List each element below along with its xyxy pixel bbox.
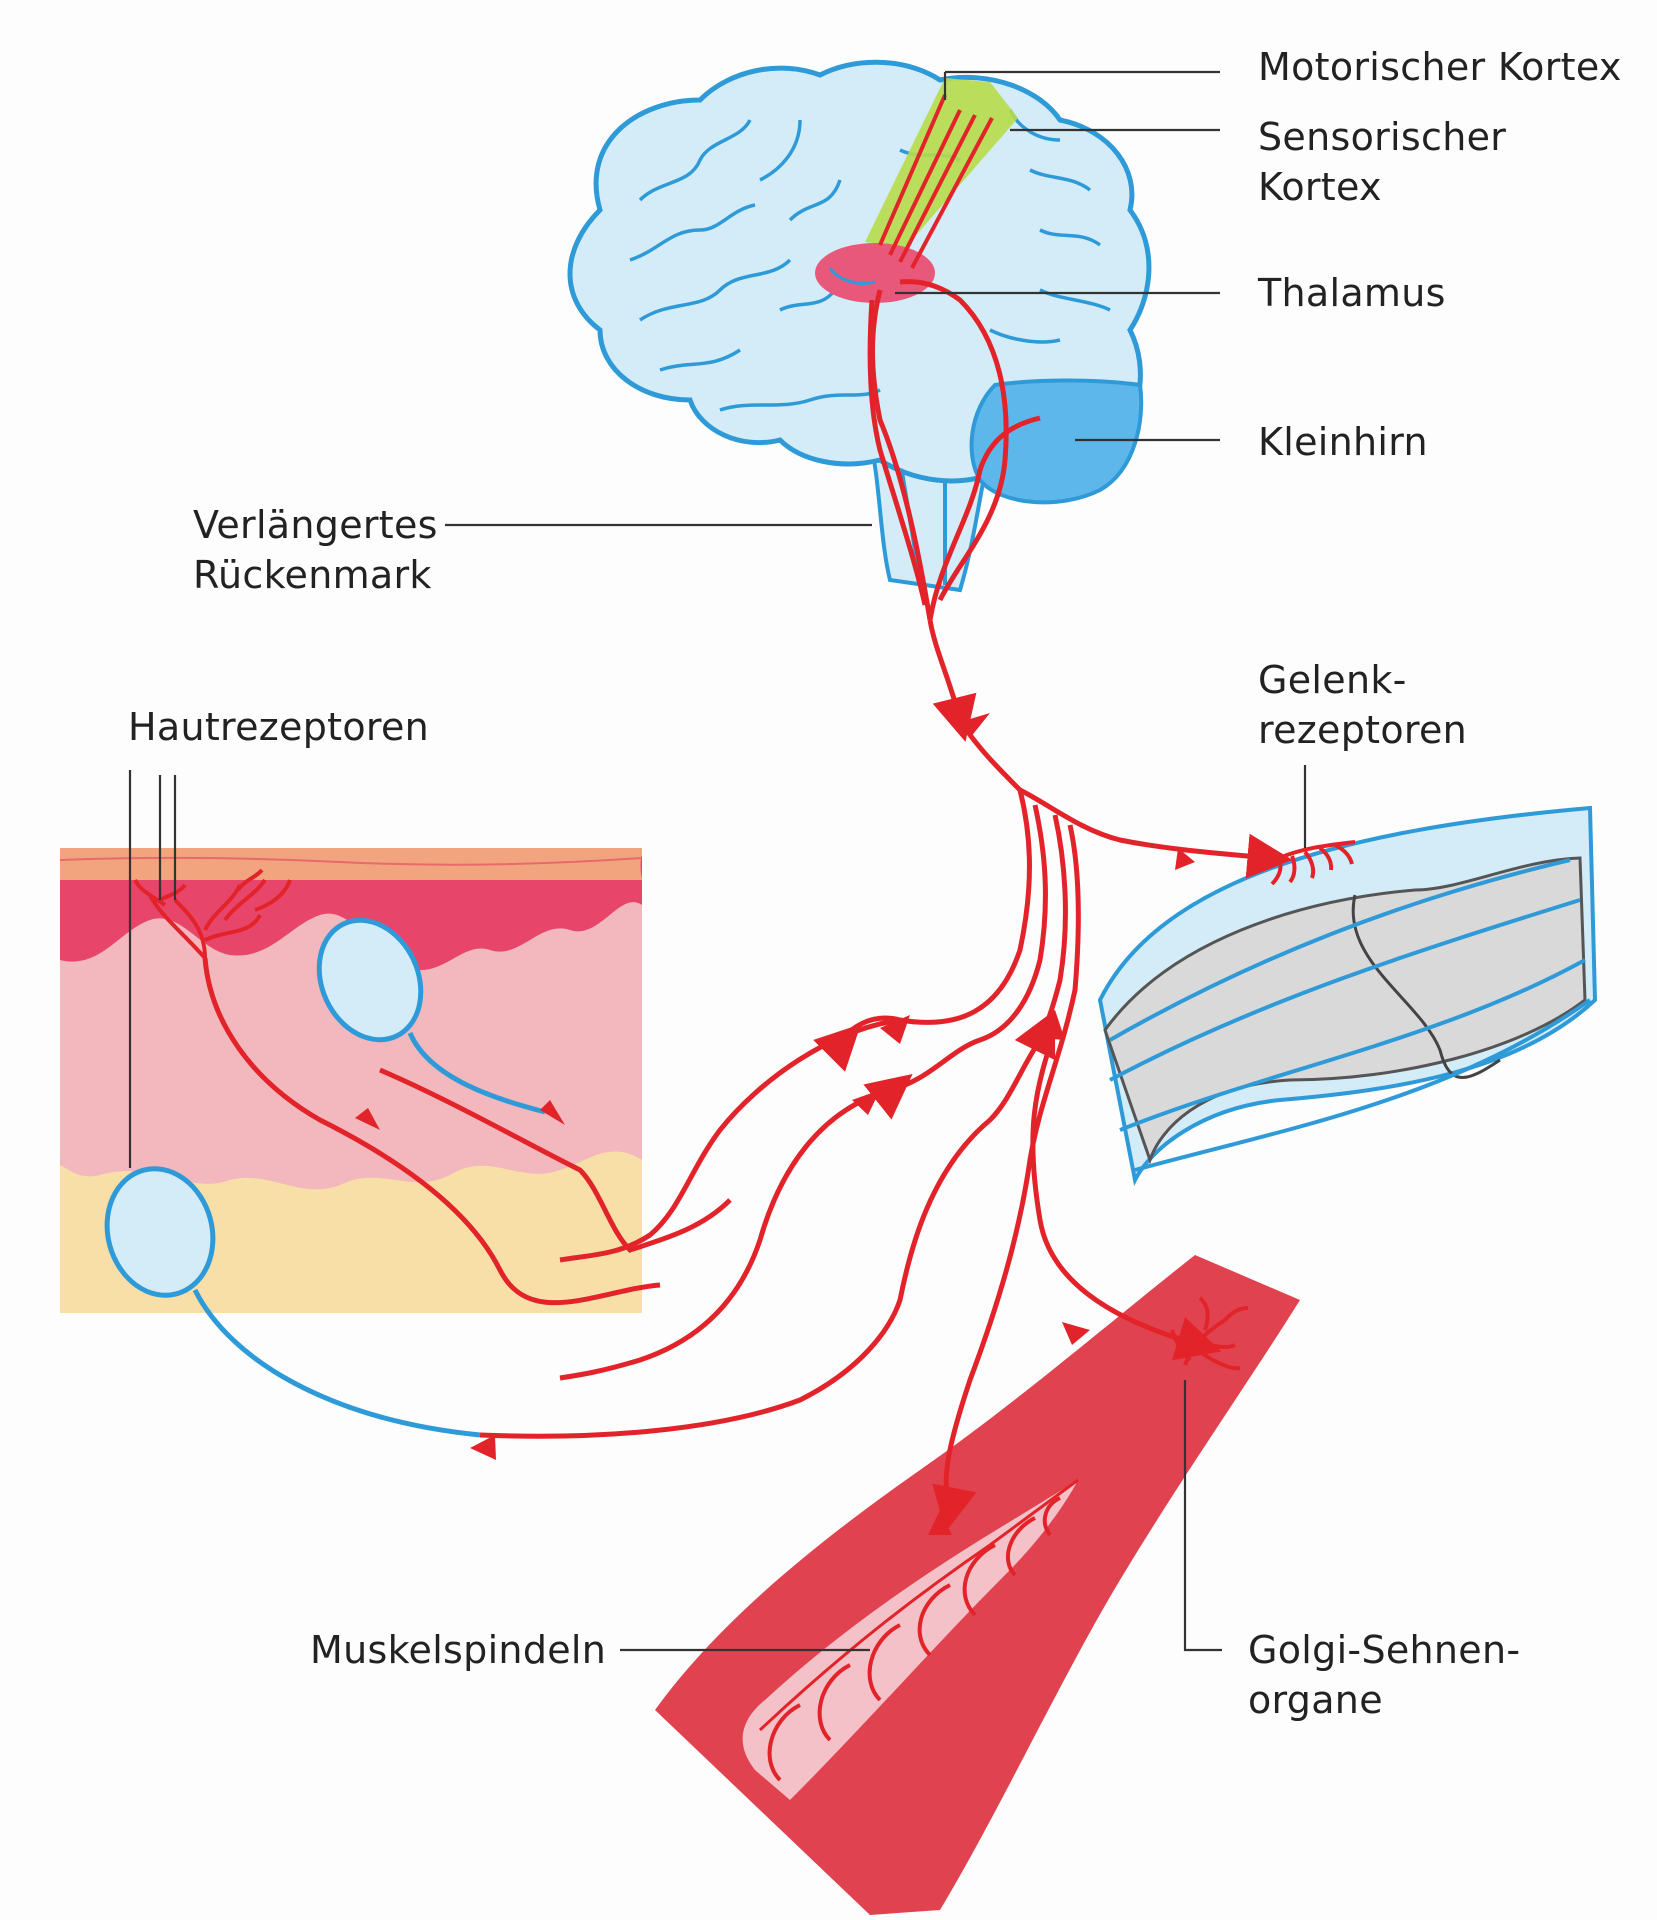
- label-joint-receptors: Gelenk- rezeptoren: [1258, 658, 1468, 752]
- label-motor-cortex: Motorischer Kortex: [1258, 45, 1622, 89]
- label-sensory-cortex: Sensorischer Kortex: [1258, 115, 1507, 209]
- joint-section: [1097, 805, 1598, 1187]
- label-golgi-tendon-organs: Golgi-Sehnen- organe: [1248, 1628, 1521, 1722]
- label-skin-receptors: Hautrezeptoren: [128, 705, 430, 749]
- label-cerebellum: Kleinhirn: [1258, 420, 1428, 464]
- skin-receptors: [104, 917, 546, 1438]
- label-thalamus: Thalamus: [1258, 271, 1446, 315]
- label-medulla: Verlängertes Rückenmark: [193, 503, 438, 597]
- label-muscle-spindles: Muskelspindeln: [310, 1628, 607, 1672]
- leader-lines: [128, 70, 1307, 1652]
- muscle-section: [655, 1255, 1300, 1915]
- direction-arrows: [355, 713, 1195, 1535]
- brain: [567, 59, 1152, 593]
